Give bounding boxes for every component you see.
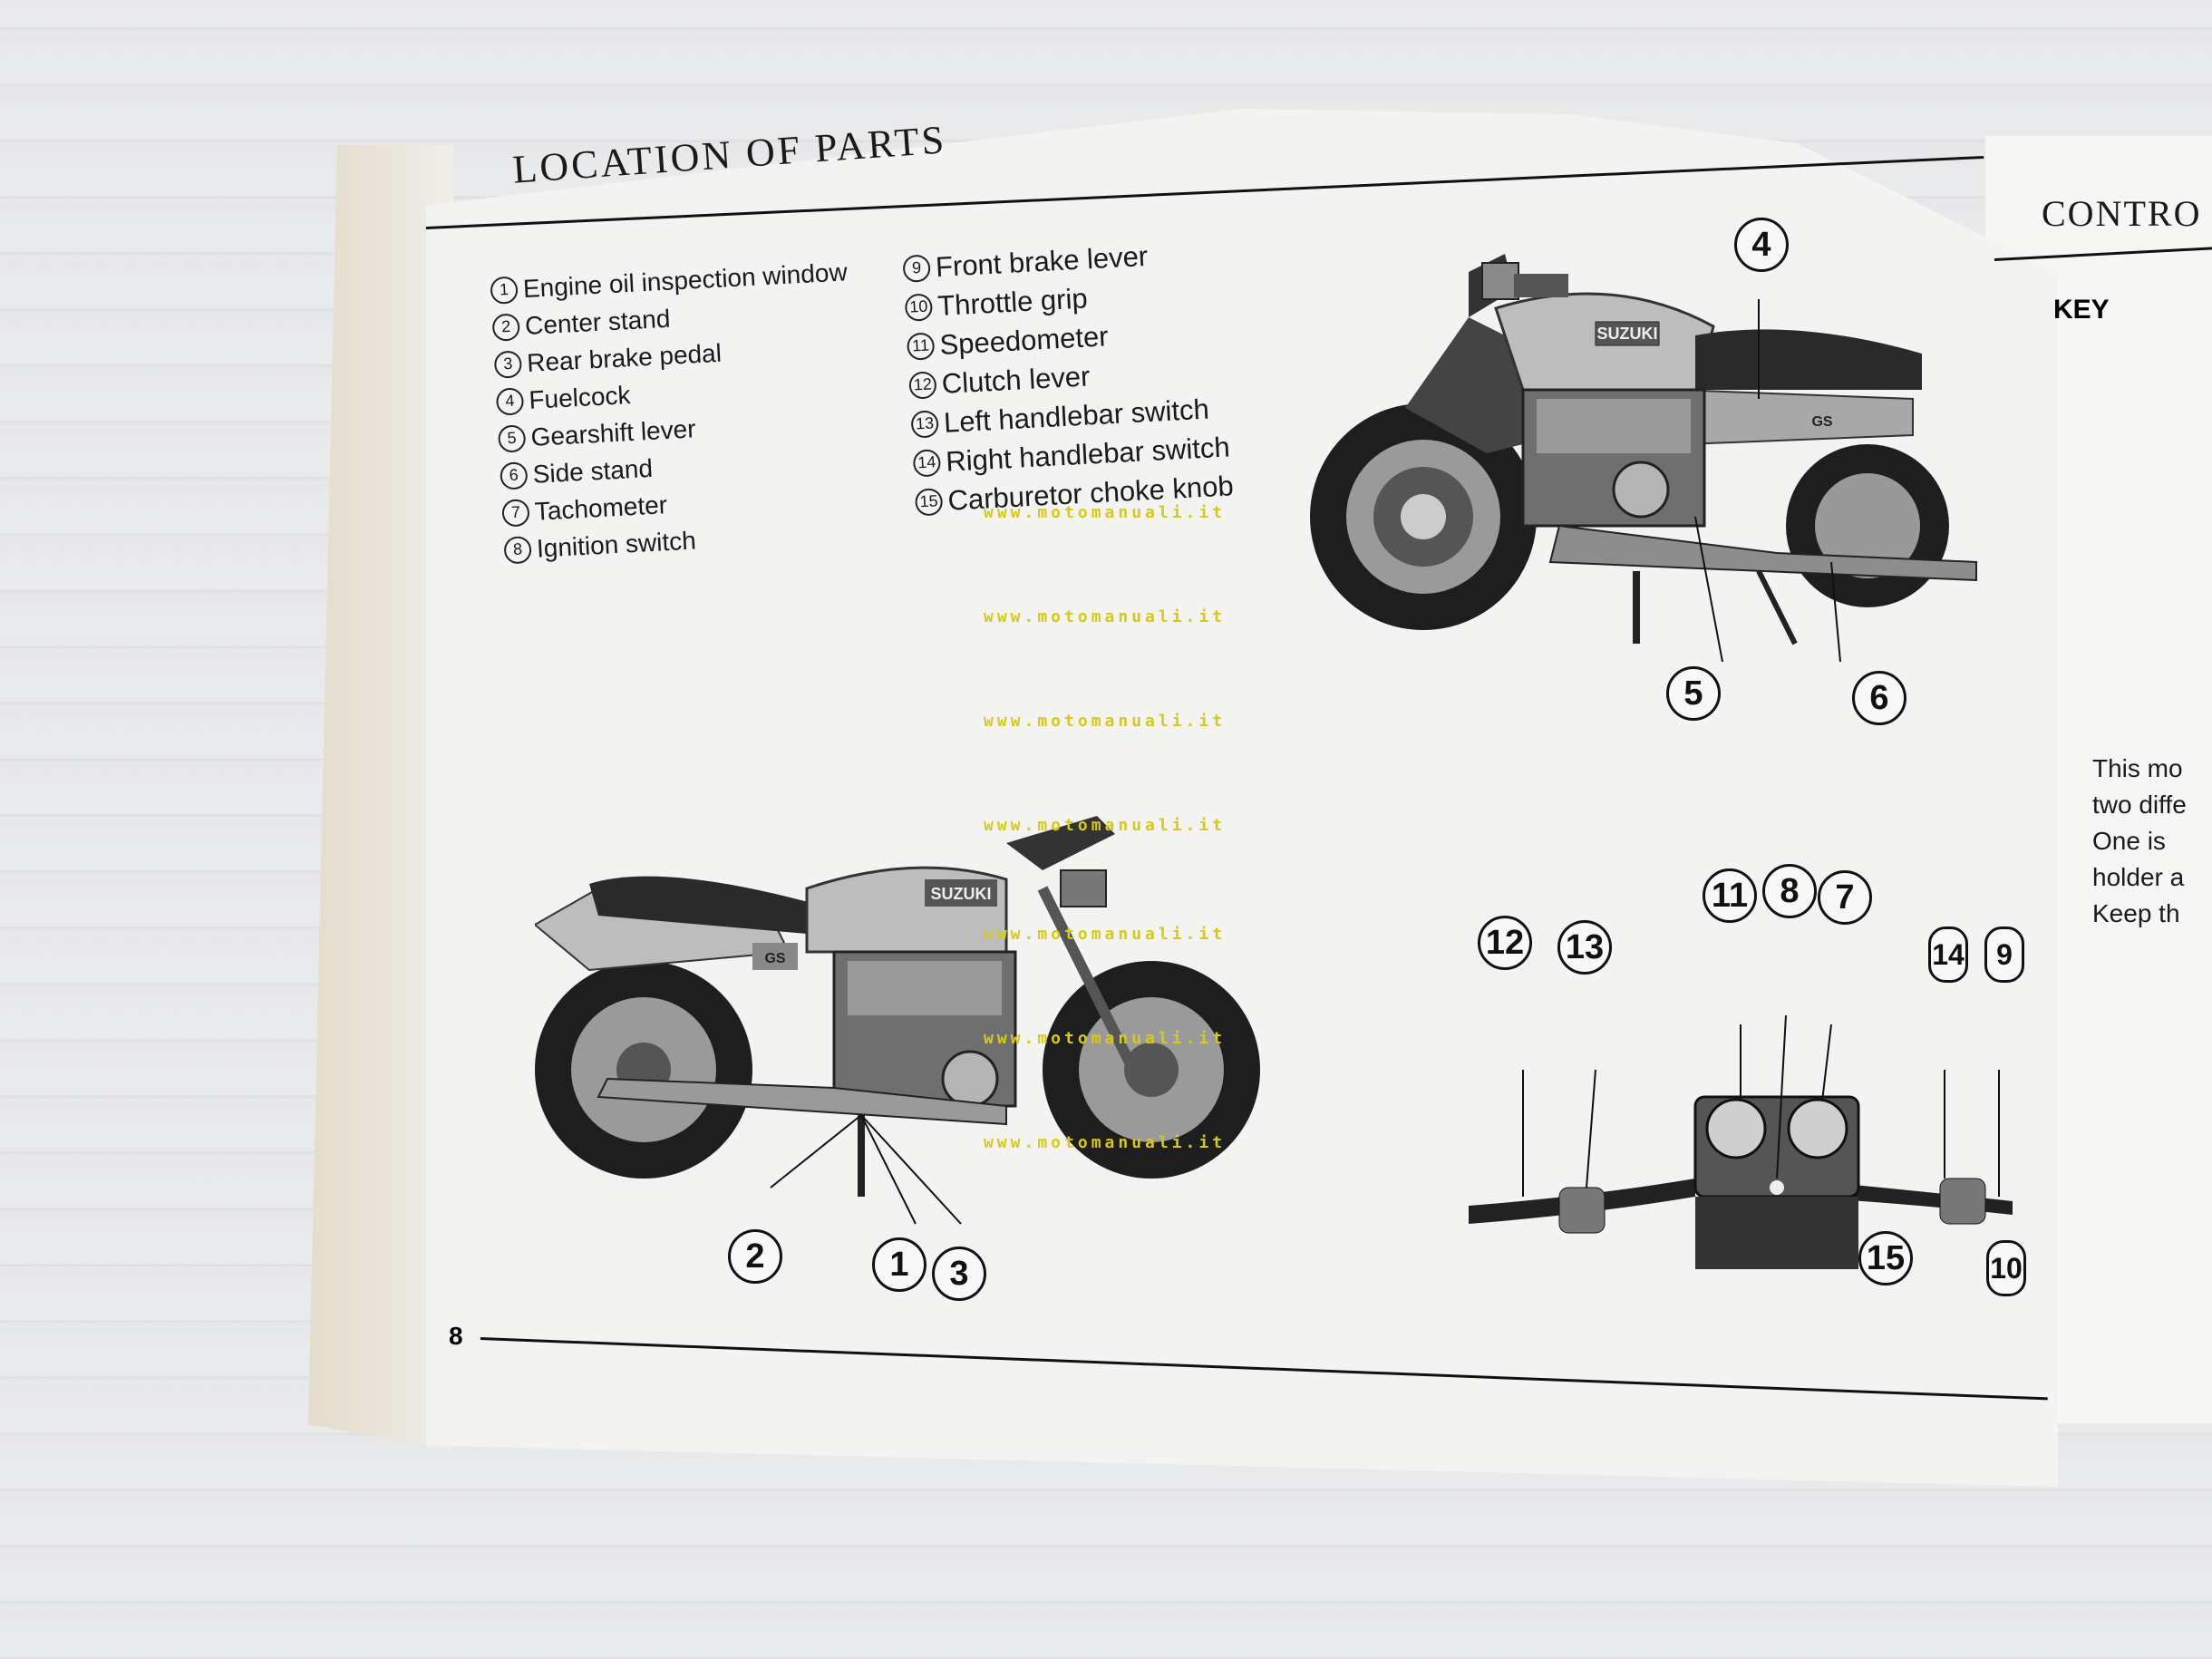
- callout-4: 4: [1734, 218, 1789, 272]
- callout-10: 10: [1986, 1240, 2026, 1296]
- callout-1: 1: [872, 1237, 927, 1292]
- motorcycle-front-view-illustration: SUZUKI GS: [1310, 254, 1977, 663]
- side-panel-badge: GS: [764, 951, 785, 966]
- tank-brand-badge: SUZUKI: [931, 885, 992, 903]
- watermark: www.motomanuali.it: [984, 925, 1227, 944]
- side-panel-badge: GS: [1811, 414, 1832, 430]
- right-page-key-label: KEY: [2053, 295, 2110, 325]
- watermark: www.motomanuali.it: [984, 712, 1227, 731]
- callout-12: 12: [1478, 916, 1532, 970]
- callout-8: 8: [1762, 864, 1817, 918]
- right-page-heading: CONTRO: [2042, 193, 2202, 234]
- watermark: www.motomanuali.it: [984, 503, 1227, 522]
- callout-3: 3: [932, 1247, 986, 1301]
- callout-2: 2: [728, 1229, 782, 1284]
- callout-14: 14: [1928, 927, 1968, 983]
- watermark: www.motomanuali.it: [984, 816, 1227, 835]
- callout-13: 13: [1557, 920, 1612, 975]
- tank-brand-badge: SUZUKI: [1597, 325, 1658, 343]
- watermark: www.motomanuali.it: [984, 1133, 1227, 1152]
- callout-7: 7: [1818, 870, 1872, 925]
- callout-5: 5: [1666, 666, 1721, 721]
- right-page-body: This mo two diffe One is holder a Keep t…: [2092, 754, 2187, 927]
- callout-11: 11: [1703, 868, 1757, 923]
- motorcycle-side-view-illustration: SUZUKI GS: [535, 816, 1260, 1225]
- handlebar-detail-illustration: [1469, 1014, 2013, 1269]
- watermark: www.motomanuali.it: [984, 607, 1227, 626]
- callout-9: 9: [1984, 927, 2024, 983]
- callout-15: 15: [1858, 1231, 1913, 1285]
- callout-6: 6: [1852, 671, 1906, 725]
- watermark: www.motomanuali.it: [984, 1029, 1227, 1048]
- page-number: 8: [449, 1322, 463, 1350]
